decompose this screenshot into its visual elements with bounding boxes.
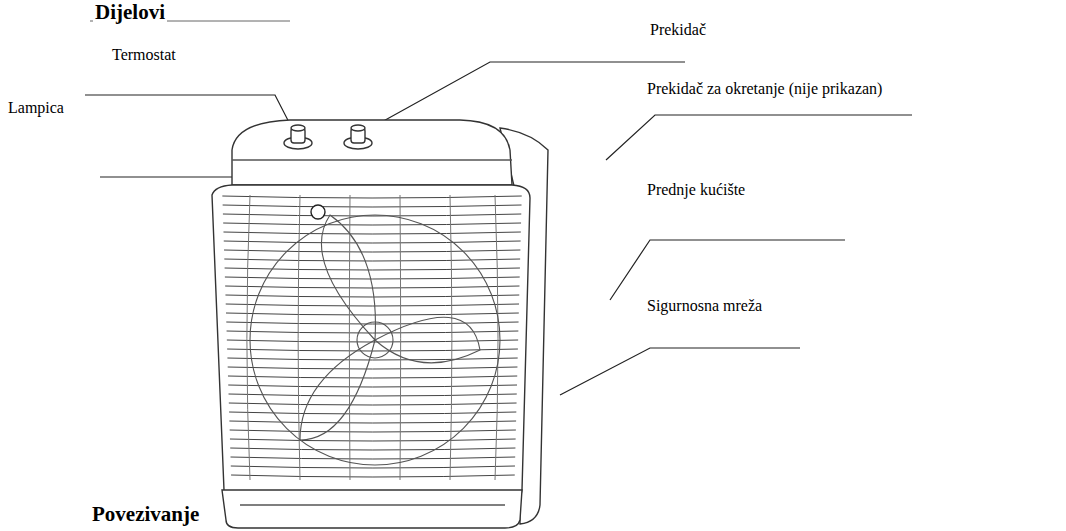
section-heading: Povezivanje [90, 502, 201, 526]
part-label: Termostat [110, 45, 178, 65]
part-label: Prednje kućište [645, 180, 747, 200]
section-heading: Dijelovi [93, 0, 167, 24]
part-label: Prekidač [648, 20, 708, 40]
fan-blades [250, 215, 500, 465]
part-label: Sigurnosna mreža [645, 296, 764, 316]
part-label: Prekidač za okretanje (nije prikazan) [645, 79, 884, 99]
part-label: Lampica [6, 98, 66, 118]
safety-grille [222, 195, 521, 480]
indicator-lamp [311, 205, 325, 219]
heater-body [212, 120, 548, 528]
